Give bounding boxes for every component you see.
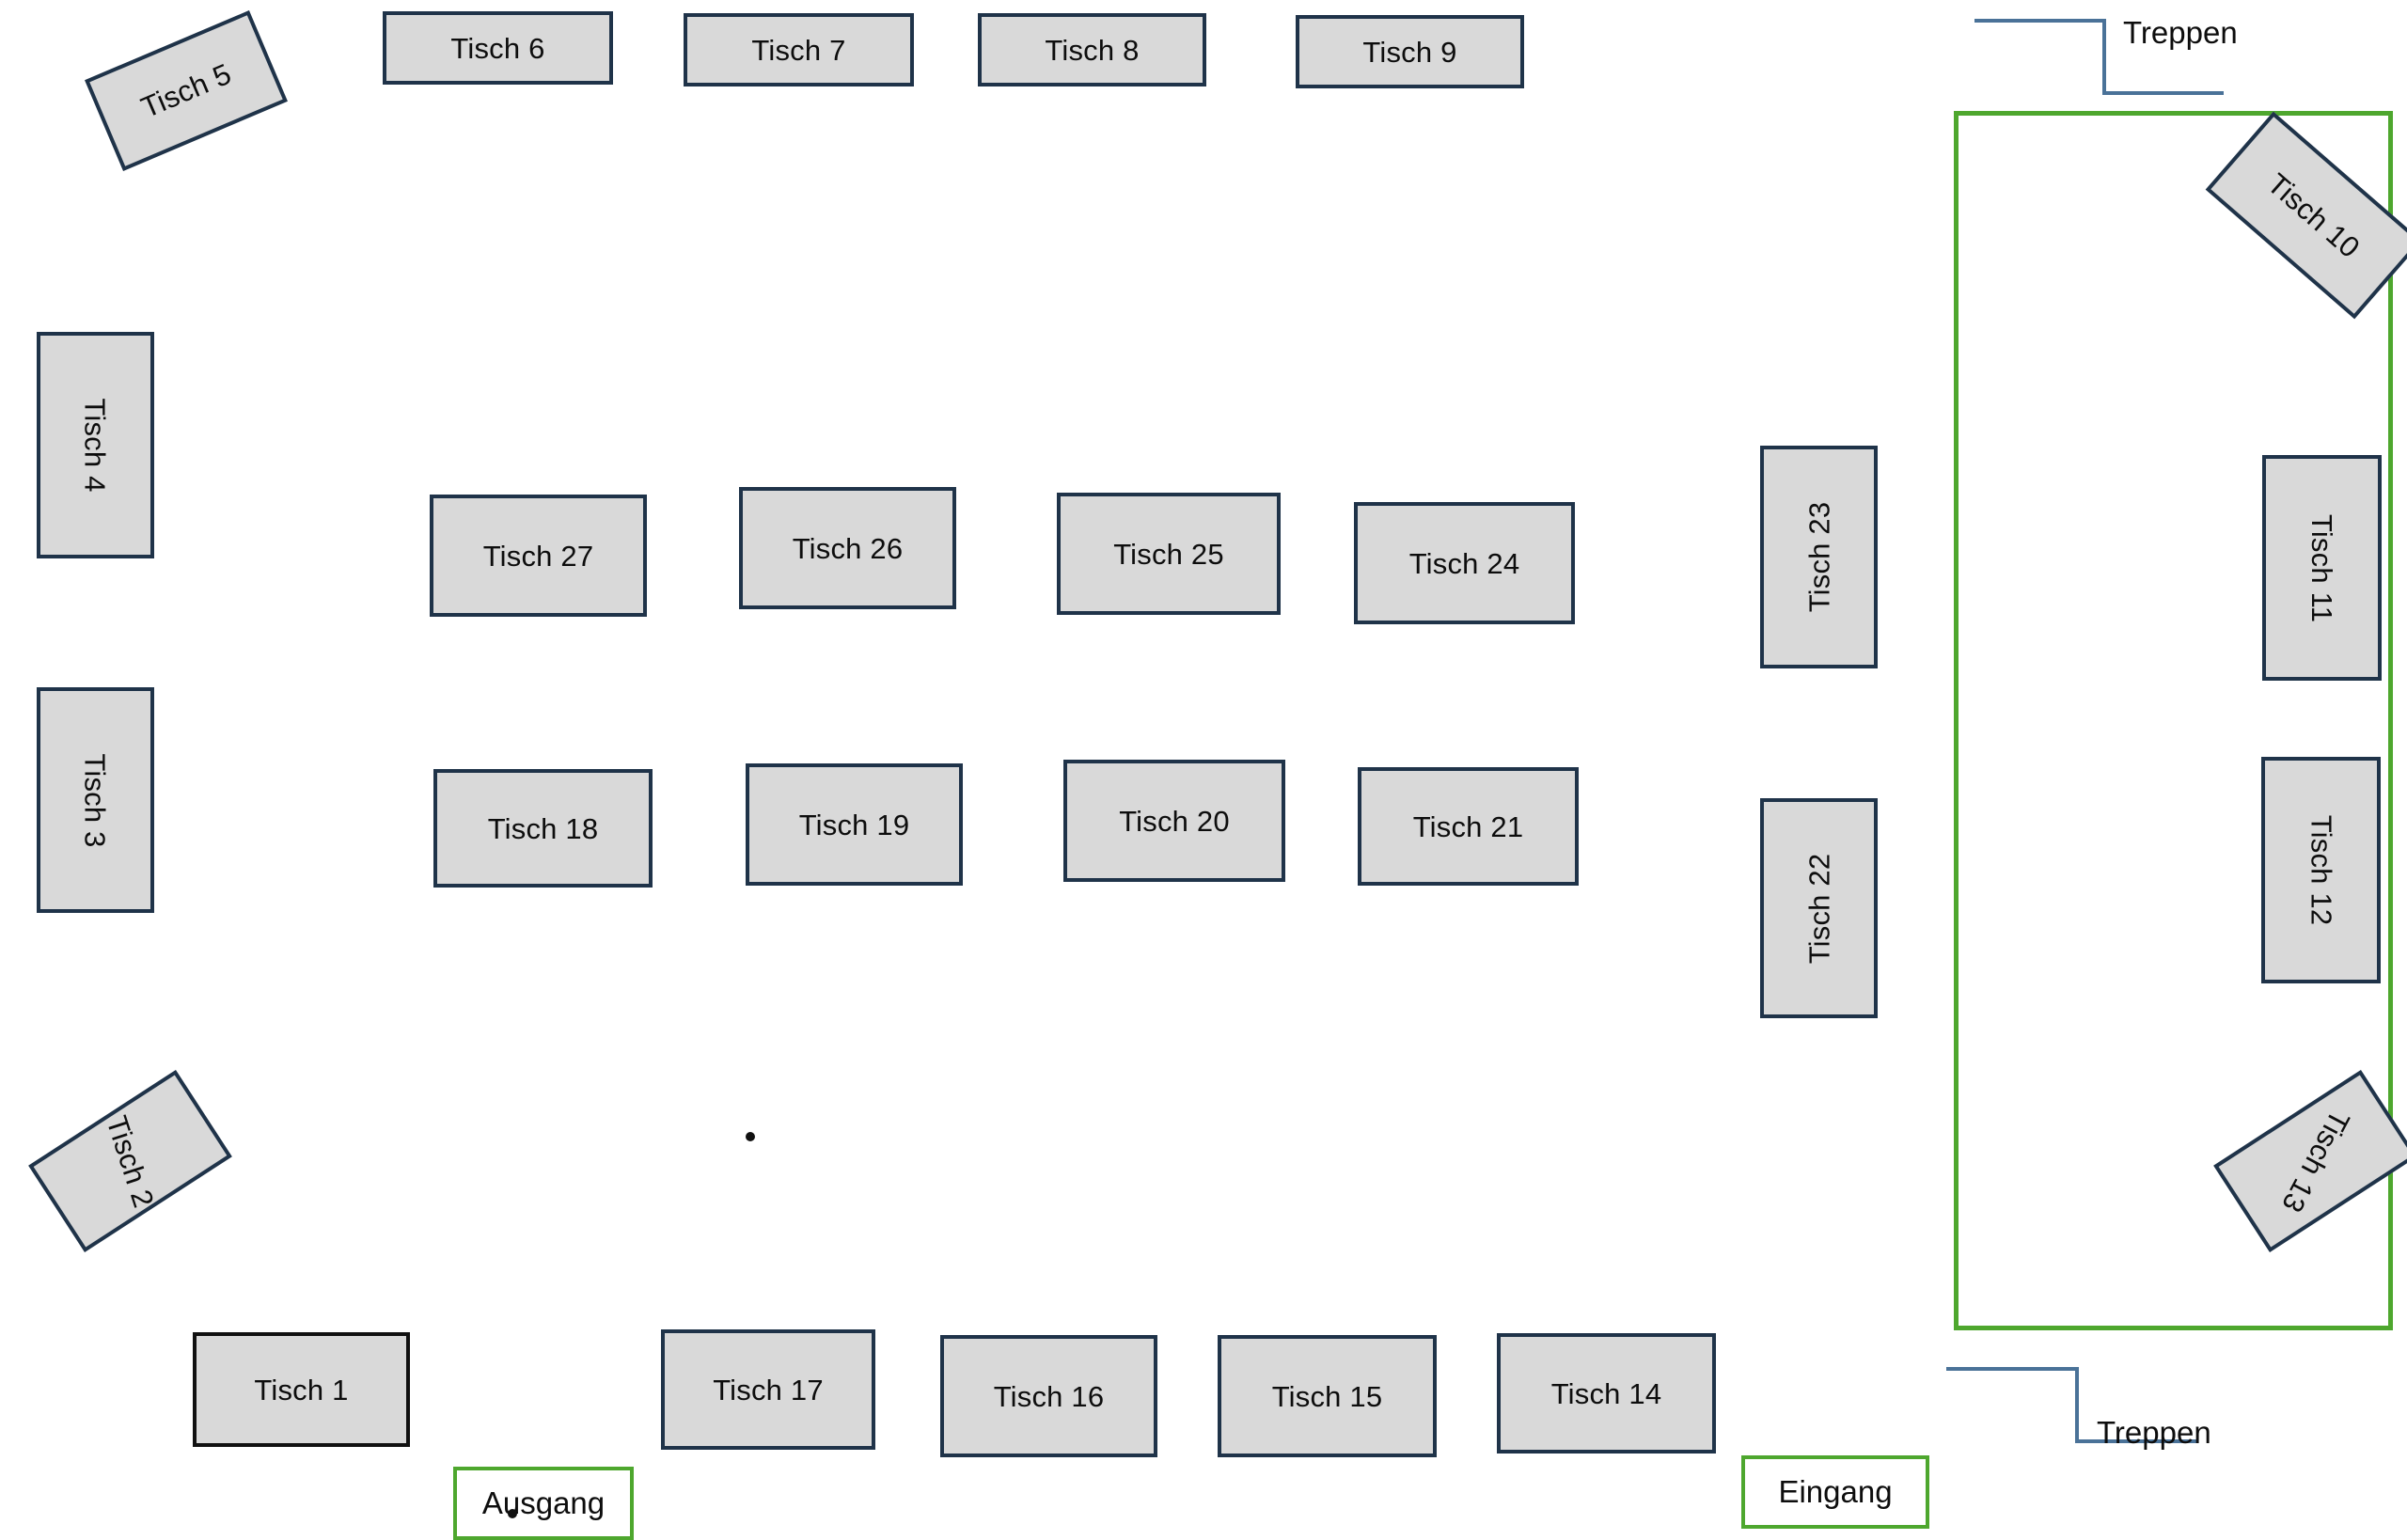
table-tisch-23[interactable]: Tisch 23 bbox=[1760, 446, 1878, 668]
table-label: Tisch 11 bbox=[2305, 513, 2338, 622]
door-label: Eingang bbox=[1778, 1474, 1893, 1509]
table-label: Tisch 2 bbox=[100, 1110, 161, 1212]
table-label: Tisch 7 bbox=[751, 33, 846, 67]
table-label: Tisch 26 bbox=[792, 531, 904, 565]
door-ausgang[interactable]: Ausgang bbox=[453, 1467, 634, 1540]
dot-marker-ausgang-dot bbox=[508, 1509, 517, 1518]
table-tisch-1[interactable]: Tisch 1 bbox=[193, 1332, 410, 1447]
table-tisch-19[interactable]: Tisch 19 bbox=[746, 763, 963, 886]
table-tisch-24[interactable]: Tisch 24 bbox=[1354, 502, 1575, 624]
table-tisch-11[interactable]: Tisch 11 bbox=[2262, 455, 2382, 681]
table-tisch-25[interactable]: Tisch 25 bbox=[1057, 493, 1281, 615]
table-label: Tisch 6 bbox=[450, 31, 545, 65]
table-label: Tisch 8 bbox=[1045, 33, 1140, 67]
table-tisch-5[interactable]: Tisch 5 bbox=[85, 10, 288, 171]
stairs-icon bbox=[1974, 17, 2224, 97]
dot-marker-center-dot bbox=[746, 1132, 755, 1141]
table-tisch-22[interactable]: Tisch 22 bbox=[1760, 798, 1878, 1018]
door-eingang[interactable]: Eingang bbox=[1741, 1455, 1929, 1529]
table-label: Tisch 15 bbox=[1271, 1379, 1383, 1413]
table-tisch-4[interactable]: Tisch 4 bbox=[37, 332, 154, 558]
table-label: Tisch 20 bbox=[1119, 804, 1230, 838]
table-label: Tisch 10 bbox=[2261, 166, 2367, 264]
table-label: Tisch 22 bbox=[1802, 853, 1836, 964]
table-tisch-2[interactable]: Tisch 2 bbox=[28, 1069, 232, 1253]
stairs-label: Treppen bbox=[2097, 1415, 2211, 1450]
table-label: Tisch 3 bbox=[78, 752, 112, 848]
table-label: Tisch 1 bbox=[254, 1373, 349, 1406]
stairs-icon bbox=[1946, 1365, 2198, 1445]
table-label: Tisch 5 bbox=[136, 56, 236, 125]
table-label: Tisch 12 bbox=[2304, 814, 2337, 926]
table-label: Tisch 25 bbox=[1113, 537, 1224, 571]
table-tisch-7[interactable]: Tisch 7 bbox=[684, 13, 914, 86]
table-tisch-6[interactable]: Tisch 6 bbox=[383, 11, 613, 85]
table-tisch-26[interactable]: Tisch 26 bbox=[739, 487, 956, 609]
table-tisch-9[interactable]: Tisch 9 bbox=[1296, 15, 1524, 88]
table-label: Tisch 4 bbox=[78, 398, 112, 493]
table-tisch-21[interactable]: Tisch 21 bbox=[1358, 767, 1579, 886]
table-tisch-12[interactable]: Tisch 12 bbox=[2261, 757, 2381, 983]
table-label: Tisch 19 bbox=[798, 808, 910, 841]
table-tisch-18[interactable]: Tisch 18 bbox=[433, 769, 653, 888]
table-tisch-17[interactable]: Tisch 17 bbox=[661, 1329, 875, 1450]
table-label: Tisch 27 bbox=[482, 539, 594, 573]
table-tisch-15[interactable]: Tisch 15 bbox=[1218, 1335, 1437, 1457]
table-label: Tisch 9 bbox=[1362, 35, 1457, 69]
table-label: Tisch 13 bbox=[2274, 1104, 2356, 1218]
table-tisch-8[interactable]: Tisch 8 bbox=[978, 13, 1206, 86]
table-tisch-16[interactable]: Tisch 16 bbox=[940, 1335, 1157, 1457]
table-tisch-14[interactable]: Tisch 14 bbox=[1497, 1333, 1716, 1454]
table-tisch-20[interactable]: Tisch 20 bbox=[1063, 760, 1285, 882]
table-label: Tisch 17 bbox=[713, 1373, 824, 1406]
stairs-label: Treppen bbox=[2123, 15, 2238, 50]
door-label: Ausgang bbox=[481, 1485, 606, 1520]
table-tisch-27[interactable]: Tisch 27 bbox=[430, 495, 647, 617]
table-tisch-3[interactable]: Tisch 3 bbox=[37, 687, 154, 913]
table-label: Tisch 18 bbox=[487, 811, 599, 845]
table-label: Tisch 16 bbox=[993, 1379, 1105, 1413]
table-label: Tisch 24 bbox=[1408, 546, 1520, 580]
table-label: Tisch 14 bbox=[1550, 1376, 1662, 1410]
table-label: Tisch 23 bbox=[1802, 501, 1836, 613]
table-label: Tisch 21 bbox=[1412, 809, 1524, 843]
green-zone-boundary bbox=[1954, 111, 2393, 1330]
